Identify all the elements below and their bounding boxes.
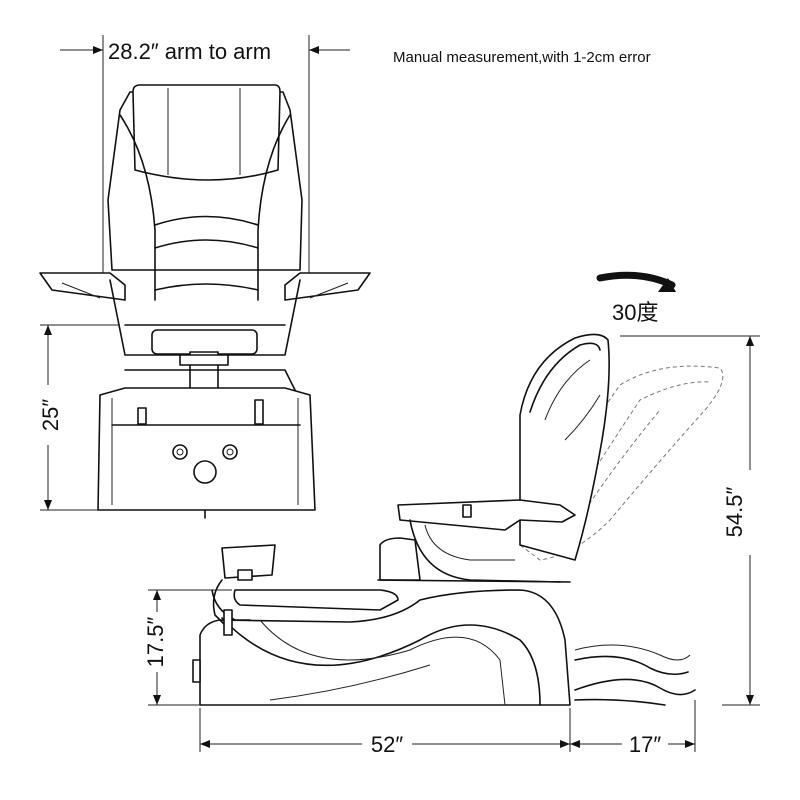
- recline-angle-label: 30度: [612, 300, 658, 325]
- base-length-label: 52″: [371, 732, 403, 757]
- front-height-dimension: 25″: [38, 324, 120, 511]
- chair-front-view: [39, 84, 371, 519]
- front-height-label: 25″: [38, 399, 63, 431]
- recline-indicator: 30度: [596, 271, 676, 325]
- curved-arrow-icon: [596, 271, 676, 289]
- arm-to-arm-dimension: 28.2″ arm to arm: [60, 35, 350, 275]
- chair-side-view: [192, 333, 724, 706]
- measurement-note: Manual measurement,with 1-2cm error: [393, 49, 651, 66]
- base-length-dimension: 52″ 17″: [199, 700, 696, 757]
- footrest-height-dimension: 17.5″: [143, 589, 232, 706]
- arm-to-arm-label: 28.2″ arm to arm: [108, 39, 271, 64]
- recline-extension-label: 17″: [629, 732, 661, 757]
- total-height-dimension: 54.5″: [620, 335, 760, 706]
- footrest-height-label: 17.5″: [143, 616, 168, 667]
- total-height-label: 54.5″: [722, 486, 747, 537]
